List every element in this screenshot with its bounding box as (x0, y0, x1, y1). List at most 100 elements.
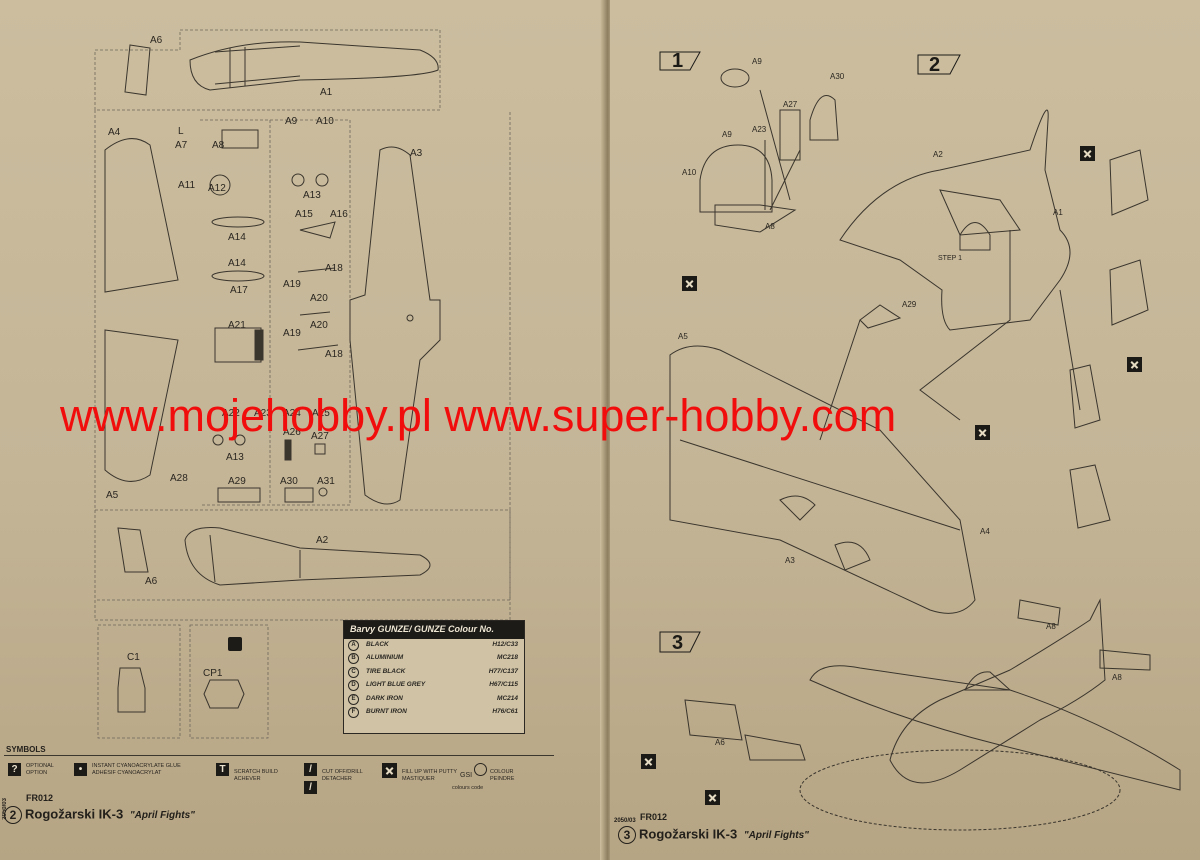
symbol-label: CUT OFF/DRILL DETACHER (322, 769, 363, 782)
colours-code-label: colours code (452, 785, 484, 791)
symbol-label: SCRATCH BUILD ACHEVER (234, 769, 278, 782)
part-label: A6 (715, 738, 725, 747)
symbol-label: INSTANT CYANOACRYLATE GLUE ADHÉSIF CYANO… (92, 763, 181, 776)
cut-icon: / (304, 763, 317, 776)
kit-subtitle: "April Fights" (129, 810, 195, 822)
part-label: A8 (1046, 622, 1056, 631)
part-label: A8 (212, 140, 225, 151)
putty-icon (1080, 146, 1095, 161)
part-label: A31 (317, 476, 335, 487)
kit-code: FR012 (26, 793, 54, 803)
symbol-label: COLOUR PEINDRE (490, 769, 515, 782)
kit-code: FR012 (640, 812, 668, 822)
part-label: A25 (312, 408, 330, 419)
part-label: A2 (316, 535, 329, 546)
putty-icon (382, 763, 397, 778)
part-label: A13 (226, 452, 244, 463)
part-label: L (178, 126, 184, 137)
hammer-icon: T (216, 763, 229, 776)
part-label: C1 (127, 652, 140, 663)
part-label: A28 (170, 473, 188, 484)
step-marker: 3 (672, 632, 684, 654)
symbols-divider (4, 755, 554, 756)
kit-subtitle: "April Fights" (743, 830, 809, 842)
part-label: A19 (283, 328, 301, 339)
part-label: A1 (1053, 208, 1063, 217)
issue-code: 2050/03 (614, 818, 636, 824)
watermark-text: www.mojehobby.pl www.super-hobby.com (60, 390, 897, 441)
part-label: A24 (283, 408, 301, 419)
part-label: A27 (311, 431, 329, 442)
part-label: A11 (178, 180, 196, 191)
part-label: A29 (902, 300, 917, 309)
part-label: A17 (230, 285, 248, 296)
part-label: A18 (325, 263, 343, 274)
part-label: A9 (285, 116, 298, 127)
symbols-legend: SYMBOLS ? OPTIONAL OPTION • INSTANT CYAN… (4, 745, 554, 815)
part-label: A6 (150, 35, 163, 46)
part-label: A20 (310, 320, 328, 331)
part-label: A14 (228, 232, 246, 243)
part-label: A5 (106, 490, 119, 501)
part-label: A10 (682, 168, 697, 177)
sprue-frame-drawing (94, 29, 511, 739)
part-label: A10 (316, 116, 334, 127)
drill-icon: / (304, 781, 317, 794)
part-label: A8 (765, 222, 775, 231)
part-label: A4 (108, 127, 121, 138)
kit-title: Rogožarski IK-3 (639, 826, 738, 842)
part-label: A2 (933, 150, 943, 159)
part-label: A18 (325, 349, 343, 360)
paint-drop-icon (228, 637, 242, 651)
part-label: A29 (228, 476, 246, 487)
putty-icon (641, 754, 656, 769)
part-label: A23 (254, 408, 272, 419)
part-label: A6 (145, 576, 158, 587)
paint-icon (474, 763, 487, 776)
symbol-label: FILL UP WITH PUTTY MASTIQUER (402, 769, 457, 782)
step-reference: STEP 1 (938, 255, 962, 262)
gsi-label: GSI (460, 772, 473, 779)
step-marker: 1 (672, 50, 684, 72)
part-label: A5 (678, 332, 688, 341)
part-label: A8 (1112, 673, 1122, 682)
part-label: A27 (783, 100, 798, 109)
part-label: A22 (222, 408, 240, 419)
part-label: A30 (830, 72, 845, 81)
page-number: 2 (4, 806, 22, 824)
putty-icon (1127, 357, 1142, 372)
part-label: A12 (208, 183, 226, 194)
part-label: A13 (303, 190, 321, 201)
part-label: A16 (330, 209, 348, 220)
part-label: A3 (785, 556, 795, 565)
kit-title: Rogožarski IK-3 (25, 806, 124, 822)
part-label: A15 (295, 209, 313, 220)
symbols-title: SYMBOLS (6, 745, 46, 754)
part-label: A19 (283, 279, 301, 290)
part-label: A7 (175, 140, 188, 151)
part-label: A3 (410, 148, 423, 159)
part-label: A9 (752, 57, 762, 66)
part-label: A14 (228, 258, 246, 269)
colour-table-title: Barvy GUNZE/ GUNZE Colour No. (344, 621, 524, 639)
part-label: A23 (752, 125, 767, 134)
part-label: A9 (722, 130, 732, 139)
symbol-label: OPTIONAL OPTION (26, 763, 54, 776)
part-label: A30 (280, 476, 298, 487)
part-label: A26 (283, 427, 301, 438)
question-icon: ? (8, 763, 21, 776)
glue-icon: • (74, 763, 87, 776)
page-number: 3 (618, 826, 636, 844)
step-marker: 2 (929, 54, 941, 76)
putty-icon (975, 425, 990, 440)
part-label: A4 (980, 527, 990, 536)
part-label: A20 (310, 293, 328, 304)
